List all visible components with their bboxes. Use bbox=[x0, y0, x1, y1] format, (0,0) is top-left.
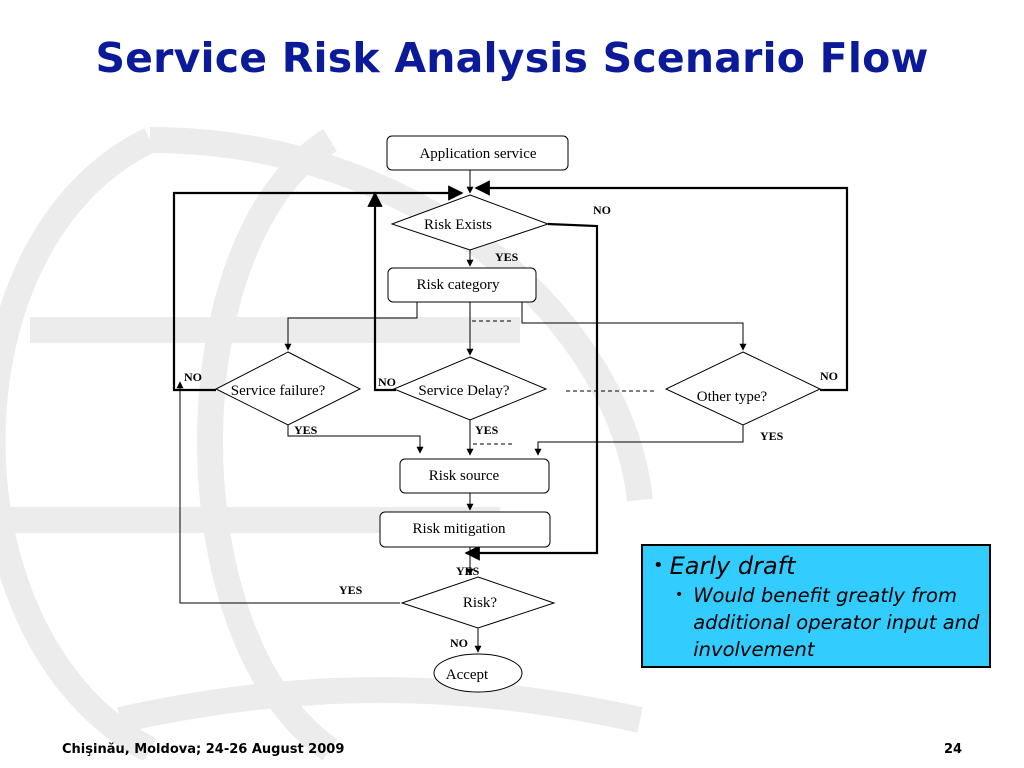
node-risk-source bbox=[399, 458, 550, 494]
label-other-type: Other type? bbox=[697, 389, 768, 405]
node-application-service bbox=[386, 135, 569, 171]
label-yes-other: YES bbox=[760, 429, 784, 443]
page-number: 24 bbox=[944, 742, 963, 757]
label-no-failure: NO bbox=[184, 370, 202, 384]
label-no-risk-exists: NO bbox=[593, 203, 611, 217]
note-bullet-1-text: Early draft bbox=[669, 552, 796, 580]
label-service-failure: Service failure? bbox=[231, 383, 326, 399]
label-yes-risk-exists: YES bbox=[495, 250, 519, 264]
note-bullet-1: •Early draft bbox=[653, 552, 796, 580]
label-yes-mitigation: YES bbox=[456, 564, 480, 578]
label-yes-risk: YES bbox=[339, 583, 363, 597]
node-risk bbox=[400, 576, 556, 629]
node-risk-category bbox=[387, 267, 537, 303]
label-accept: Accept bbox=[446, 667, 489, 683]
node-risk-mitigation bbox=[379, 511, 551, 548]
label-yes-failure: YES bbox=[294, 423, 318, 437]
label-no-delay: NO bbox=[378, 375, 396, 389]
note-bullet-2-text: Would benefit greatly from additional op… bbox=[693, 584, 980, 661]
label-risk: Risk? bbox=[463, 595, 498, 611]
note-bullet-2: •Would benefit greatly from additional o… bbox=[675, 584, 980, 661]
label-no-risk: NO bbox=[450, 636, 468, 650]
label-risk-exists: Risk Exists bbox=[424, 217, 492, 233]
label-risk-source: Risk source bbox=[429, 468, 500, 484]
label-risk-category: Risk category bbox=[417, 277, 500, 293]
node-other-type bbox=[664, 351, 822, 426]
note-box: •Early draft •Would benefit greatly from… bbox=[641, 544, 991, 668]
label-risk-mitigation: Risk mitigation bbox=[413, 521, 506, 537]
node-service-failure bbox=[214, 351, 362, 426]
node-service-delay bbox=[392, 356, 548, 421]
label-no-other: NO bbox=[820, 369, 838, 383]
node-accept bbox=[433, 653, 523, 693]
label-yes-delay: YES bbox=[475, 423, 499, 437]
node-risk-exists bbox=[390, 194, 550, 251]
slide-title: Service Risk Analysis Scenario Flow bbox=[95, 34, 929, 82]
footer-location-date: Chişinău, Moldova; 24-26 August 2009 bbox=[62, 742, 345, 757]
label-application-service: Application service bbox=[419, 146, 536, 162]
label-service-delay: Service Delay? bbox=[418, 383, 510, 399]
